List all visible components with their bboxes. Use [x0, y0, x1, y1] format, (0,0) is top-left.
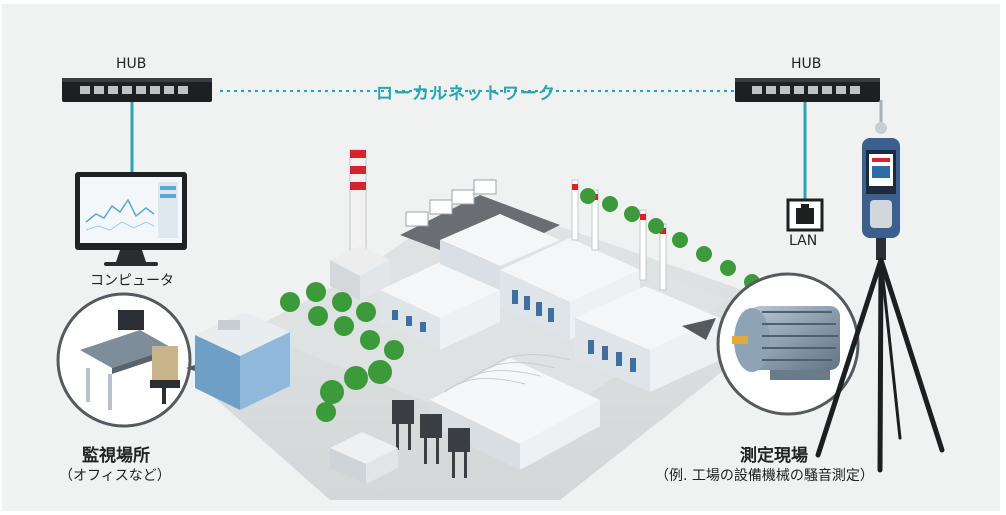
office-illustration	[56, 292, 192, 428]
local-network-label: ローカルネットワーク	[376, 84, 556, 104]
small-building	[330, 432, 398, 484]
lan-label: LAN	[789, 233, 818, 249]
chimney	[330, 149, 390, 300]
silos	[392, 400, 470, 478]
lan-port-icon	[786, 198, 824, 232]
measurement-subtitle: （例. 工場の設備機械の騒音測定）	[655, 468, 874, 484]
monitoring-subtitle: （オフィスなど）	[59, 468, 171, 484]
tripod	[815, 257, 945, 473]
hub-left-label: HUB	[116, 56, 147, 72]
computer-label: コンピュータ	[90, 273, 174, 289]
hub-left-icon	[62, 78, 212, 102]
computer-monitor-icon	[75, 172, 187, 266]
warehouse	[430, 354, 600, 470]
office-building	[195, 312, 290, 410]
hub-right-label: HUB	[791, 56, 822, 72]
measurement-title: 測定現場	[740, 446, 808, 466]
hub-right-icon	[735, 78, 880, 102]
sound-level-meter	[862, 100, 900, 260]
motor-illustration	[716, 272, 860, 416]
monitoring-title: 監視場所	[82, 446, 150, 466]
trucks	[405, 179, 497, 227]
trees	[280, 188, 760, 422]
